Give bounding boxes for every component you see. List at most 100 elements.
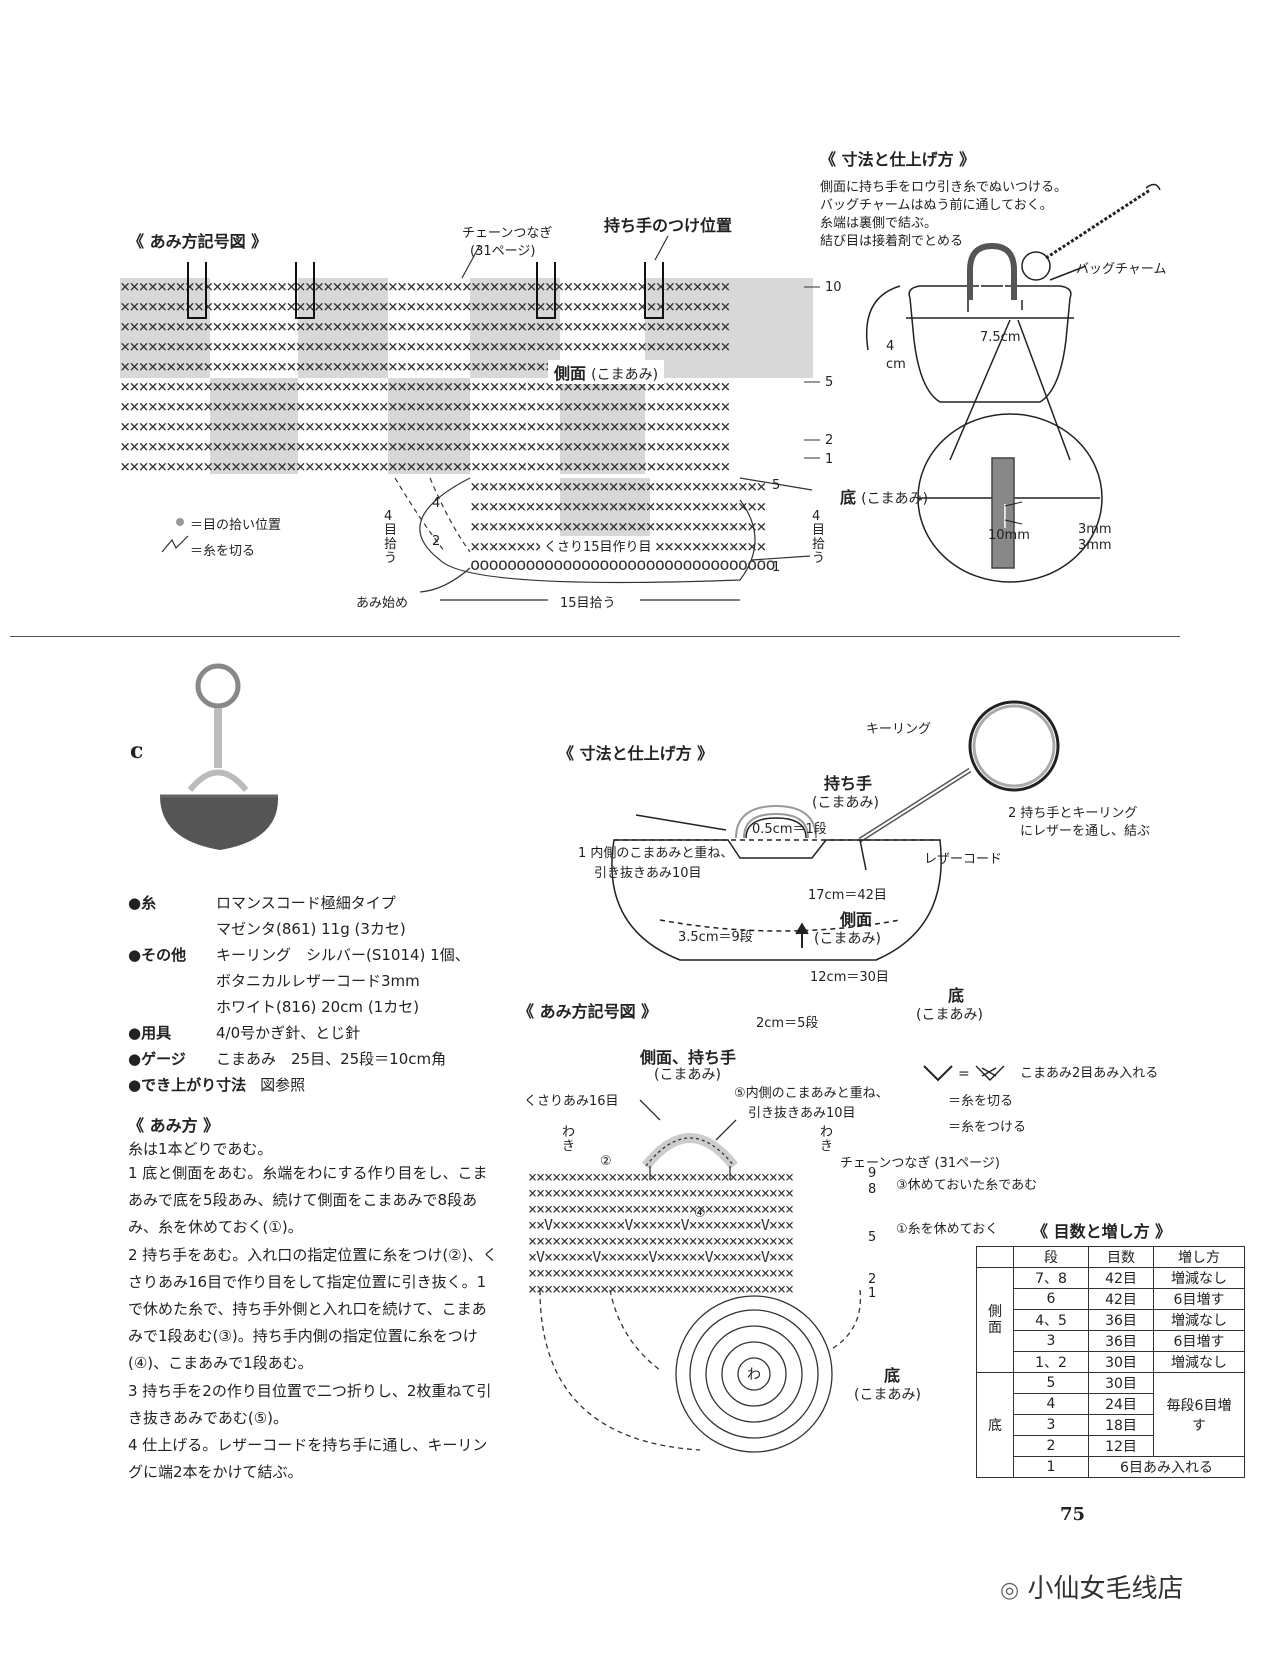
c-finish-heading: 《 寸法と仕上げ方 》 <box>558 744 714 763</box>
bottom-label-box: 底 (こまあみ) <box>840 484 928 508</box>
spec-label: ●用具 <box>128 1024 172 1042</box>
svg-text:=: = <box>958 1066 970 1082</box>
group-side: 側面 <box>976 1267 1014 1373</box>
row-1: 1 <box>825 452 834 467</box>
shade-block <box>388 378 470 474</box>
w12-label: 12cm＝30目 <box>810 970 889 985</box>
spec-row: ●でき上がり寸法図参照 <box>128 1074 305 1095</box>
marker-2: ② <box>600 1154 612 1169</box>
handle-label: 持ち手 <box>824 774 873 793</box>
table-row: 4、5 36目 増減なし <box>977 1309 1245 1331</box>
header-row: 段 <box>1013 1246 1089 1268</box>
cell-count: 18目 <box>1088 1414 1154 1436</box>
cell-count: 6目あみ入れる <box>1088 1456 1245 1478</box>
spec-row: ●ゲージこまあみ 25目、25段＝10cm角 <box>128 1048 446 1069</box>
cell-row: 1 <box>1013 1456 1089 1478</box>
c-side-stitch: (こまあみ) <box>814 931 881 947</box>
legend-inc-icon: = <box>923 1065 1005 1082</box>
bottom-row-2: 2 <box>432 534 441 549</box>
c-row-2: 2 <box>868 1272 877 1287</box>
table-heading: 《 目数と増し方 》 <box>1032 1222 1172 1241</box>
c-stitch-row: ××××××××××××××××××××××××××××××××× <box>528 1184 794 1202</box>
stitch-row: ×××××××××××××××××××××××××××××××× <box>470 497 767 517</box>
stitch-row: ××××××××××××××××××××××××××××××××××××××××… <box>120 357 564 377</box>
bag-charm-drawing <box>865 183 1161 583</box>
cell-bottom-inc: 毎段6目増す <box>1153 1372 1245 1457</box>
cell-count: 30目 <box>1088 1351 1154 1373</box>
legend-cut: ＝糸を切る <box>190 544 256 559</box>
table-corner <box>976 1246 1014 1268</box>
c-stitch-row: ××××××××××××××××××××××××××××××××× <box>528 1264 794 1282</box>
cell-row: 2 <box>1013 1435 1089 1457</box>
method-heading: 《 あみ方 》 <box>128 1116 220 1135</box>
counts-table: 段 目数 増し方 側面 7、8 42目 増減なし 6 42目 6目増す 4、5 … <box>976 1246 1245 1478</box>
top-symbol-heading: 《 あみ方記号図 》 <box>128 232 268 251</box>
step2-note-b: にレザーを通し、結ぶ <box>1020 824 1151 839</box>
bottom-stitch: (こまあみ) <box>861 491 929 507</box>
shade-block <box>560 378 645 474</box>
spec-label: ●でき上がり寸法 <box>128 1076 247 1094</box>
pick-15-label: 15目拾う <box>560 596 616 611</box>
side-handle-label: 側面、持ち手 <box>640 1048 737 1067</box>
note5-a: ⑤内側のこまあみと重ね、 <box>734 1086 889 1101</box>
header-inc: 増し方 <box>1153 1246 1245 1268</box>
stitch-row: ooooooooooooooooooooooooooooooooo <box>470 555 776 575</box>
cell-count: 30目 <box>1088 1372 1154 1394</box>
side-label-box: 側面 (こまあみ) <box>548 360 665 384</box>
c-stitch-row: ×V××××××V××××××V××××××V××××××V××× <box>528 1248 794 1266</box>
top-finish-heading: 《 寸法と仕上げ方 》 <box>820 150 976 169</box>
page-number: 75 <box>1060 1504 1086 1525</box>
method-step-3: 3 持ち手を2の作り目位置で二つ折りし、2枚重ねて引き抜きあみであむ(⑤)。 <box>128 1382 492 1427</box>
c-stitch-row: ××××××××××××××××××××××××××××××××× <box>528 1232 794 1250</box>
detail-3mm-a: 3mm <box>1078 522 1112 537</box>
row-10: 10 <box>825 280 842 295</box>
cell-row: 3 <box>1013 1414 1089 1436</box>
bottom-row-1: 1 <box>772 560 781 575</box>
watermark: ◎ 小仙女毛线店 <box>1000 1568 1183 1605</box>
shade-block <box>735 278 813 378</box>
stitch-row: ××××××××××××××××××××××××××××××××××××××××… <box>120 277 731 297</box>
w17-label: 17cm＝42目 <box>808 888 887 903</box>
finish-line-4: 結び目は接着剤でとめる <box>820 234 964 249</box>
spec-row: ボタニカルレザーコード3mm <box>128 970 420 991</box>
cell-row: 6 <box>1013 1288 1089 1310</box>
stitch-row: ××××××××××××××××××××××××××××××××××××××××… <box>120 397 731 417</box>
shade-block <box>120 278 210 378</box>
marker-4: ④ <box>694 1206 706 1221</box>
finish-line-2: バッグチャームはぬう前に通しておく。 <box>820 198 1053 213</box>
bottom-row-4: 4 <box>432 496 441 511</box>
waki-right: わき <box>820 1125 834 1154</box>
shade-block <box>210 378 298 474</box>
c-row-5: 5 <box>868 1230 877 1245</box>
chain-start-label: くさり15目作り目 <box>540 536 656 555</box>
cell-row: 5 <box>1013 1372 1089 1394</box>
finish-line-3: 糸端は裏側で結ぶ。 <box>820 216 938 231</box>
header-count: 目数 <box>1088 1246 1154 1268</box>
wechat-icon: ◎ <box>1000 1578 1020 1603</box>
method-step-1: 1 底と側面をあむ。糸端をわにする作り目をし、こまあみで底を5段あみ、続けて側面… <box>128 1164 488 1236</box>
stitch-row: ××××××××××××××××××××××××××××××××××××××××… <box>120 457 731 477</box>
note5-b: 引き抜きあみ10目 <box>748 1106 856 1121</box>
group-bottom: 底 <box>976 1372 1014 1478</box>
leather-label: レザーコード <box>924 852 1003 867</box>
section-letter: c <box>130 738 144 764</box>
spec-value: マゼンタ(861) 11g (3カセ) <box>216 920 406 938</box>
finish-line-1: 側面に持ち手をロウ引き糸でぬいつける。 <box>820 180 1068 195</box>
cell-inc: 増減なし <box>1153 1267 1245 1289</box>
bottom-row-5: 5 <box>772 478 781 493</box>
table-row: 2 12目 <box>977 1435 1245 1457</box>
legend-pick: ＝目の拾い位置 <box>190 518 282 533</box>
row-2: 2 <box>825 433 834 448</box>
cell-inc: 増減なし <box>1153 1351 1245 1373</box>
bottom-label: 底 <box>840 488 857 507</box>
cell-count: 24目 <box>1088 1393 1154 1415</box>
pick-right: 4目拾う <box>812 509 826 566</box>
side-label: 側面 <box>554 364 587 383</box>
cell-row: 7、8 <box>1013 1267 1089 1289</box>
c-row-9: 9 <box>868 1166 877 1181</box>
chain16-label: くさりあみ16目 <box>524 1094 619 1109</box>
spec-label: ●糸 <box>128 894 157 912</box>
method-step-4: 4 仕上げる。レザーコードを持ち手に通し、キーリングに端2本をかけて結ぶ。 <box>128 1436 488 1481</box>
handle-position-label: 持ち手のつけ位置 <box>604 216 733 235</box>
